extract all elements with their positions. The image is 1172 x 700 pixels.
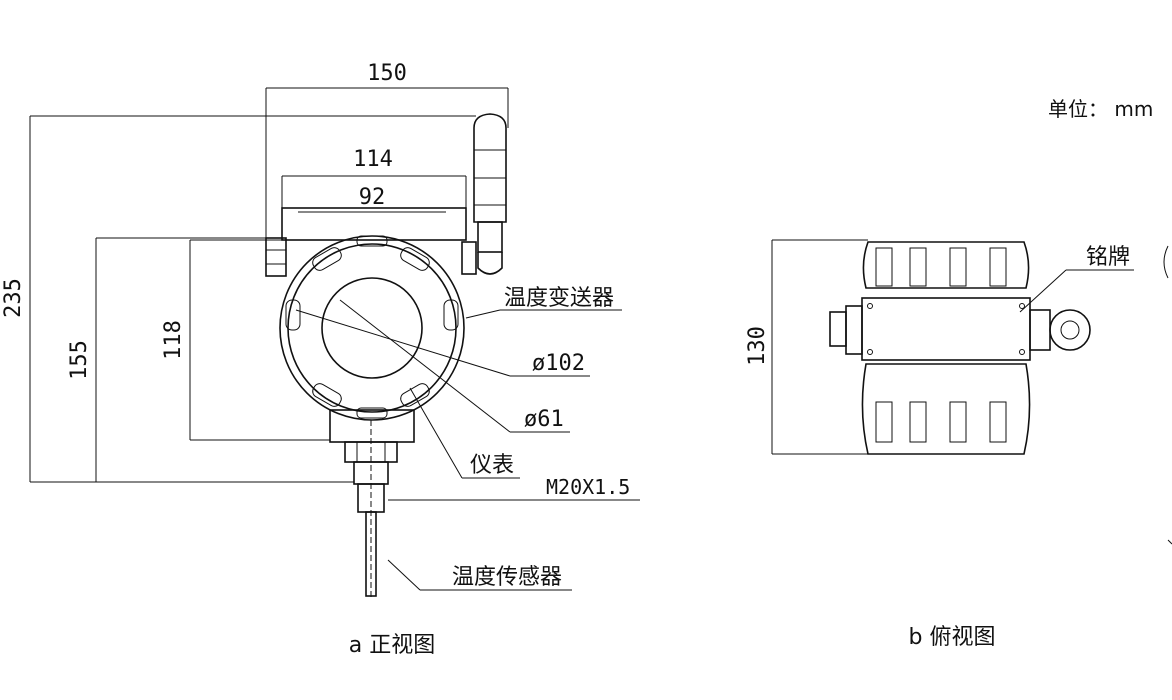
antenna-top [1049,309,1091,351]
edge-mark [1163,245,1169,279]
callout-thread: M20X1.5 [546,475,630,499]
front-view-caption: a 正视图 [349,633,435,658]
right-connector [461,241,477,275]
housing-slots [285,235,459,419]
front-view: 150 114 92 235 155 [1,61,640,658]
dim-118-label: 118 [161,320,186,360]
callout-nameplate: 铭牌 [1086,245,1130,270]
side-gland [845,305,863,355]
dimension-235: 235 [1,115,476,483]
dimension-92: 92 [298,185,446,213]
callout-transmitter: 温度变送器 [504,286,614,311]
dim-150-label: 150 [367,61,407,86]
callouts-front: 温度变送器 ø102 ø61 仪表 M20X1.5 温度传感器 [295,286,640,591]
nameplate [861,297,1031,361]
dimension-114: 114 [281,147,467,208]
dimension-130: 130 [745,239,868,455]
callout-outer-diameter: ø102 [532,351,585,376]
dimension-155: 155 [67,237,266,482]
upper-fins [875,247,1007,287]
lower-fins [875,401,1007,443]
callout-sensor: 温度传感器 [452,565,562,590]
dimension-118: 118 [161,239,330,441]
left-cable-gland [265,237,287,277]
dim-92-label: 92 [359,185,386,210]
antenna [473,113,507,275]
dim-114-label: 114 [353,147,393,172]
callout-inner-diameter: ø61 [524,407,564,432]
upper-drum [862,241,1030,289]
callout-instrument: 仪表 [470,453,514,478]
top-view: 130 铭牌 b 俯视图 [745,239,1134,650]
outer-housing-circle [279,235,465,421]
outer-ring [287,243,457,413]
top-housing [281,207,467,241]
display-window [321,277,423,379]
lower-drum [861,363,1031,455]
dim-155-label: 155 [67,340,92,380]
dim-235-label: 235 [1,278,26,318]
top-view-caption: b 俯视图 [909,625,996,650]
unit-label: 单位： mm [1048,97,1153,121]
dim-130-label: 130 [745,326,770,366]
dimension-150: 150 [265,61,509,238]
